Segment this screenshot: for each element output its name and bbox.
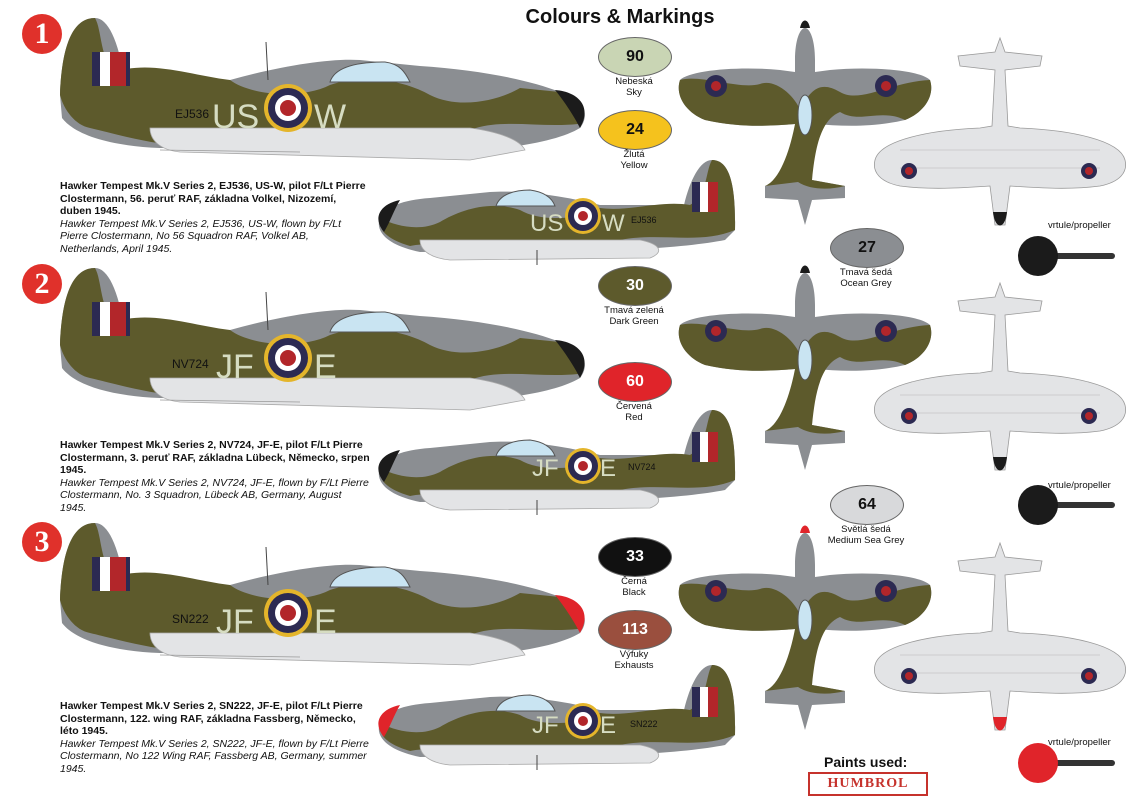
scheme-3-code-left-b: JF: [532, 712, 559, 739]
paint-swatch-2: 27: [830, 228, 904, 268]
paint-swatch-6: 33: [598, 537, 672, 577]
paint-label-cz-7: Výfuky: [619, 649, 649, 660]
paint-label-en-4: Red: [625, 412, 643, 423]
paint-label-en-3: Dark Green: [609, 316, 659, 327]
scheme-1-code-left-b: US: [530, 210, 563, 237]
scheme-1-bottom-view: [873, 37, 1127, 226]
propeller-3-icon: [1018, 743, 1115, 783]
paint-label-en-2: Ocean Grey: [840, 278, 892, 289]
paint-swatch-7: 113: [598, 610, 672, 650]
propeller-1-label: vrtule/propeller: [1048, 220, 1111, 231]
paint-label-en-0: Sky: [626, 87, 642, 98]
scheme-3-bottom-view: [873, 542, 1127, 731]
paint-swatch-4: 60: [598, 362, 672, 402]
scheme-2-badge: 2: [22, 264, 62, 304]
scheme-2-desc-cz: Hawker Tempest Mk.V Series 2, NV724, JF-…: [60, 439, 370, 476]
scheme-2-serial-right: NV724: [628, 462, 656, 472]
scheme-2-code-left-b: JF: [532, 455, 559, 482]
paint-swatch-5: 64: [830, 485, 904, 525]
scheme-1-desc-en: Hawker Tempest Mk.V Series 2, EJ536, US-…: [60, 217, 342, 255]
paints-used-label: Paints used:: [824, 754, 908, 770]
paint-swatch-3: 30: [598, 266, 672, 306]
scheme-3-serial-left: SN222: [172, 612, 209, 626]
scheme-2-serial-left: NV724: [172, 357, 209, 371]
paint-label-cz-5: Světlá šedá: [841, 524, 891, 535]
scheme-3-badge: 3: [22, 522, 62, 562]
scheme-2-description: Hawker Tempest Mk.V Series 2, NV724, JF-…: [60, 439, 370, 514]
scheme-2-code-left-a: JF: [216, 348, 254, 386]
paint-label-cz-1: Žlutá: [623, 149, 645, 160]
scheme-3-description: Hawker Tempest Mk.V Series 2, SN222, JF-…: [60, 700, 370, 775]
scheme-3-code-right-a: E: [314, 603, 337, 641]
scheme-2-side-left: [59, 267, 586, 411]
scheme-1-code-left-a: US: [212, 98, 259, 136]
paint-swatch-1: 24: [598, 110, 672, 150]
scheme-1-badge: 1: [22, 14, 62, 54]
scheme-2-desc-en: Hawker Tempest Mk.V Series 2, NV724, JF-…: [60, 476, 369, 514]
scheme-1-desc-cz: Hawker Tempest Mk.V Series 2, EJ536, US-…: [60, 180, 366, 217]
paint-label-cz-0: Nebeská: [615, 76, 653, 87]
paint-swatch-0: 90: [598, 37, 672, 77]
page-title: Colours & Markings: [525, 6, 715, 28]
propeller-2-label: vrtule/propeller: [1048, 480, 1111, 491]
humbrol-logo: HUMBROL: [808, 772, 928, 796]
scheme-2-code-right-b: E: [600, 455, 616, 482]
scheme-2-code-right-a: E: [314, 348, 337, 386]
scheme-3-serial-right: SN222: [630, 719, 658, 729]
paint-label-en-5: Medium Sea Grey: [827, 535, 905, 546]
paint-label-en-7: Exhausts: [614, 660, 654, 671]
propeller-1-icon: [1018, 236, 1115, 276]
propeller-2-icon: [1018, 485, 1115, 525]
scheme-3-desc-en: Hawker Tempest Mk.V Series 2, SN222, JF-…: [60, 737, 369, 775]
paint-label-en-6: Black: [622, 587, 646, 598]
scheme-1-description: Hawker Tempest Mk.V Series 2, EJ536, US-…: [60, 180, 370, 255]
paint-label-en-1: Yellow: [620, 160, 648, 171]
scheme-3-code-right-b: E: [600, 712, 616, 739]
scheme-3-desc-cz: Hawker Tempest Mk.V Series 2, SN222, JF-…: [60, 700, 363, 737]
scheme-1-serial-left: EJ536: [175, 107, 209, 121]
scheme-1-code-right-b: W: [602, 210, 625, 237]
propeller-3-label: vrtule/propeller: [1048, 737, 1111, 748]
scheme-2-bottom-view: [873, 282, 1127, 471]
paint-label-cz-6: Černá: [621, 576, 647, 587]
scheme-3-code-left-a: JF: [216, 603, 254, 641]
paint-label-cz-3: Tmavá zelená: [604, 305, 664, 316]
scheme-1-serial-right: EJ536: [631, 215, 657, 225]
paint-label-cz-4: Červená: [616, 401, 652, 412]
paint-label-cz-2: Tmavá šedá: [839, 267, 893, 278]
scheme-1-side-left: [59, 17, 586, 161]
scheme-3-side-left: [59, 522, 586, 666]
scheme-1-code-right-a: W: [314, 98, 346, 136]
